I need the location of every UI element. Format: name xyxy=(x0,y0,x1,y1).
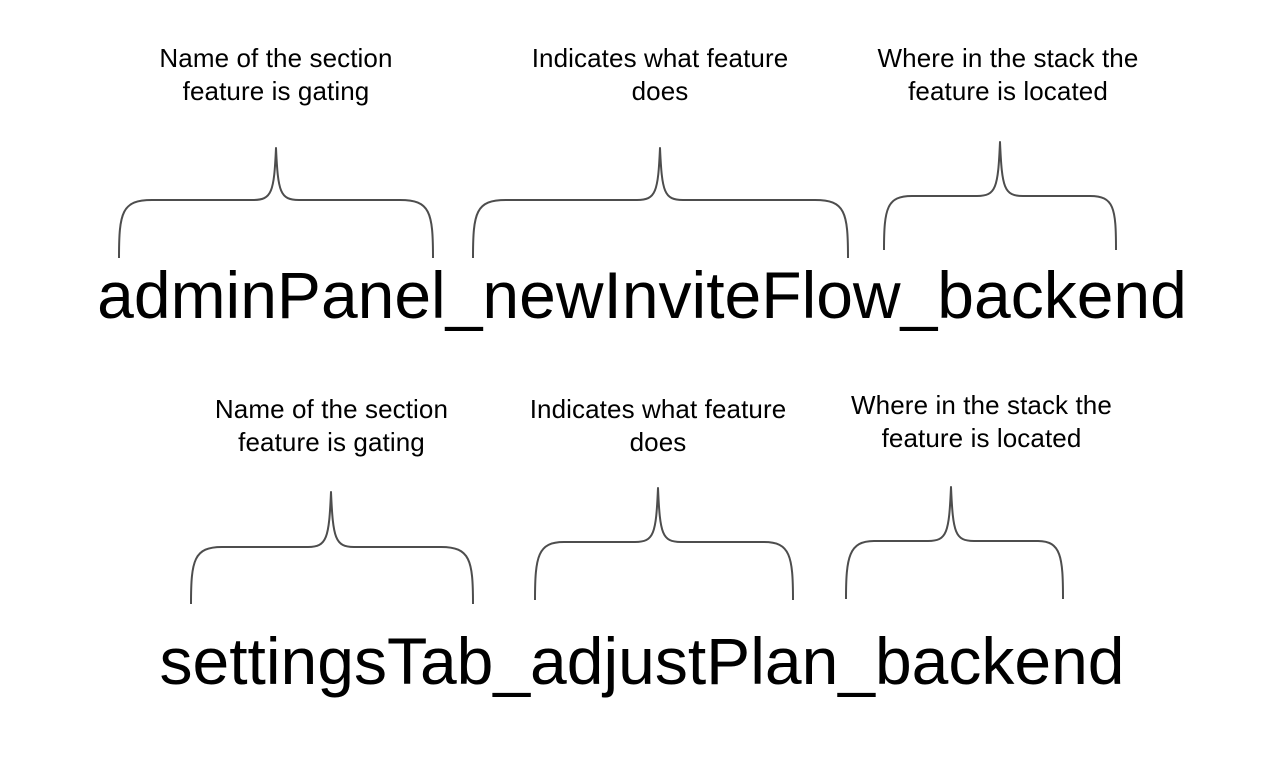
brace-row1-segment3 xyxy=(883,141,1117,251)
annotation-line-1: Where in the stack the xyxy=(877,43,1139,73)
brace-row1-segment2 xyxy=(472,147,849,259)
brace-row2-segment3 xyxy=(845,486,1064,600)
annotation-line-2: feature is gating xyxy=(182,76,370,107)
feature-flag-name-row1: adminPanel_newInviteFlow_backend xyxy=(97,258,1187,332)
annotation-line-1: Indicates what feature xyxy=(531,43,789,73)
brace-row1-segment1 xyxy=(118,147,434,259)
annotation-line-1: Where in the stack the xyxy=(851,390,1112,420)
annotation-row1-segment3: Where in the stack the feature is locate… xyxy=(858,42,1158,109)
annotation-line-2: does xyxy=(631,76,689,107)
annotation-row1-segment2: Indicates what feature does xyxy=(472,42,848,109)
annotation-line-1: Indicates what feature xyxy=(529,394,787,424)
annotation-line-1: Name of the section xyxy=(159,43,393,73)
annotation-row1-segment1: Name of the section feature is gating xyxy=(118,42,434,109)
brace-row2-segment2 xyxy=(534,487,794,601)
feature-flag-name-row2: settingsTab_adjustPlan_backend xyxy=(159,624,1125,698)
annotation-line-2: feature is located xyxy=(908,76,1108,107)
annotation-line-1: Name of the section xyxy=(214,394,449,424)
annotation-row2-segment2: Indicates what feature does xyxy=(512,393,804,460)
annotation-row2-segment1: Name of the section feature is gating xyxy=(190,393,473,460)
annotation-line-2: feature is gating xyxy=(238,427,425,458)
annotation-row2-segment3: Where in the stack the feature is locate… xyxy=(830,389,1133,456)
annotation-line-2: does xyxy=(629,427,687,458)
annotation-line-2: feature is located xyxy=(881,423,1082,454)
brace-row2-segment1 xyxy=(190,491,474,605)
